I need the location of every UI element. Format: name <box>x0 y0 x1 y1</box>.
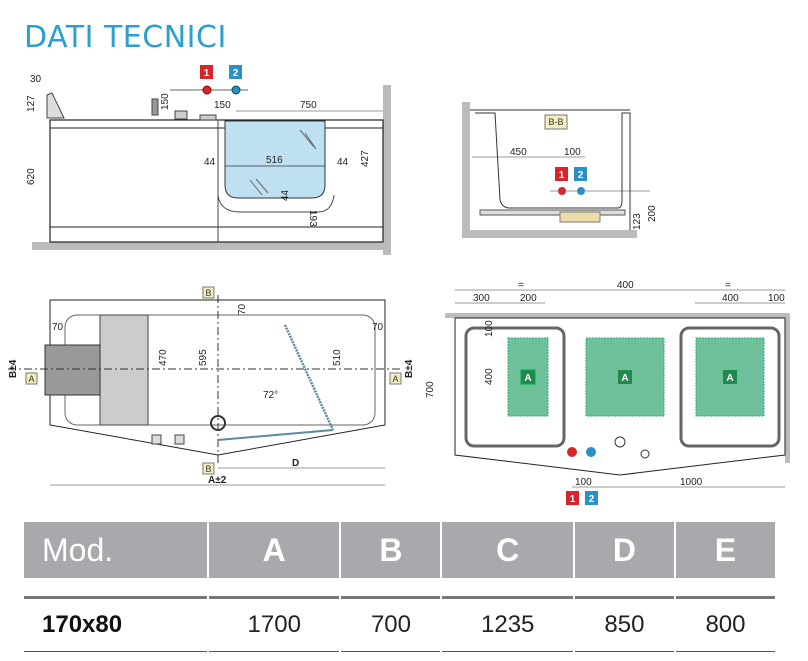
door-glass <box>224 120 326 199</box>
dim-70-right: 70 <box>372 322 384 333</box>
dim-100: 100 <box>564 147 581 158</box>
section-b-bottom: B <box>205 464 211 474</box>
dim-eq-right: = <box>725 280 731 291</box>
dim-150-vertical: 150 <box>160 93 171 110</box>
table-row: 170x80 1700 700 1235 850 800 <box>24 596 775 652</box>
support-zone-2 <box>585 337 665 417</box>
dim-100-right: 100 <box>768 293 785 304</box>
cell-b: 700 <box>341 596 441 652</box>
cold-badge <box>229 65 242 79</box>
cell-d: 850 <box>574 596 674 652</box>
section-a-left: A <box>28 374 34 384</box>
dim-620: 620 <box>26 168 37 185</box>
dim-150: 150 <box>214 100 231 111</box>
zone-label-2: A <box>621 373 628 384</box>
hot-badge-label: 1 <box>204 68 210 79</box>
hot-inlet-icon <box>202 85 212 95</box>
dim-400-vertical: 400 <box>484 368 495 385</box>
hot-badge-label: 1 <box>570 494 576 505</box>
cell-e: 800 <box>675 596 775 652</box>
hot-badge-label: 1 <box>559 170 565 181</box>
dim-300: 300 <box>473 293 490 304</box>
angle-72: 72° <box>263 390 278 401</box>
floor-plan-diagram: A A A 1 2 = 400 = 300 200 400 100 100 40… <box>425 280 790 505</box>
cell-model: 170x80 <box>24 596 207 652</box>
top-view-diagram: B B A A 70 70 70 470 595 510 72° B±4 B±4… <box>8 286 415 486</box>
dimensions-table: Mod. A B C D E 170x80 1700 700 1235 850 … <box>22 522 777 652</box>
dim-30: 30 <box>30 74 42 85</box>
dim-100-bottom: 100 <box>575 477 592 488</box>
cold-badge-label: 2 <box>233 68 239 79</box>
header-b: B <box>341 522 441 578</box>
dim-516: 516 <box>266 155 283 166</box>
cell-c: 1235 <box>442 596 573 652</box>
dim-1000: 1000 <box>680 477 703 488</box>
dim-510: 510 <box>332 349 343 366</box>
dim-200: 200 <box>520 293 537 304</box>
dim-44-left: 44 <box>204 157 216 168</box>
dim-b-right: B±4 <box>404 359 415 378</box>
header-a: A <box>209 522 340 578</box>
header-mod: Mod. <box>24 522 207 578</box>
seat <box>99 314 149 426</box>
dim-427: 427 <box>360 150 371 167</box>
dim-44-right: 44 <box>337 157 349 168</box>
zone-label-3: A <box>726 373 733 384</box>
dim-750: 750 <box>300 100 317 111</box>
hot-badge <box>200 65 213 79</box>
cold-badge-label: 2 <box>578 170 584 181</box>
overflow-icon <box>640 449 650 459</box>
step <box>44 344 101 396</box>
drain-icon <box>614 436 626 448</box>
headrest <box>46 92 65 119</box>
section-a-right: A <box>392 374 398 384</box>
table-header-row: Mod. A B C D E <box>24 522 775 578</box>
section-b-top: B <box>205 288 211 298</box>
cold-inlet-icon <box>586 447 596 457</box>
dim-595: 595 <box>198 349 209 366</box>
wall <box>383 85 391 255</box>
dim-470: 470 <box>158 349 169 366</box>
dim-d: D <box>292 458 299 469</box>
cold-inlet-icon <box>577 187 585 195</box>
dim-400-top: 400 <box>617 280 634 291</box>
dim-400-right: 400 <box>722 293 739 304</box>
hot-inlet-icon <box>567 447 577 457</box>
header-d: D <box>574 522 674 578</box>
hot-inlet-icon <box>558 187 566 195</box>
header-c: C <box>442 522 573 578</box>
cold-inlet-icon <box>231 85 241 95</box>
dim-44-bottom: 44 <box>280 189 291 201</box>
cold-badge-label: 2 <box>589 494 595 505</box>
dim-a: A±2 <box>208 475 227 486</box>
floor <box>32 242 391 250</box>
header-e: E <box>675 522 775 578</box>
dim-700: 700 <box>425 381 436 398</box>
cell-a: 1700 <box>209 596 340 652</box>
section-bb-label: B-B <box>548 117 563 127</box>
side-view-diagram: B-B 1 2 450 100 123 200 <box>462 102 658 238</box>
dim-70-left: 70 <box>52 322 64 333</box>
dim-100-vertical: 100 <box>484 320 495 337</box>
dim-70-top: 70 <box>237 303 248 315</box>
dim-193: 193 <box>307 210 318 227</box>
dim-eq-left: = <box>518 280 524 291</box>
dim-450: 450 <box>510 147 527 158</box>
dim-b-left: B±4 <box>8 359 19 378</box>
dim-127: 127 <box>26 95 37 112</box>
page-title: DATI TECNICI <box>24 20 227 55</box>
zone-label-1: A <box>524 373 531 384</box>
front-view-diagram: 1 2 30 127 150 150 750 620 44 516 44 427… <box>26 65 391 255</box>
dim-200: 200 <box>647 205 658 222</box>
tub-body <box>49 119 384 243</box>
dim-123: 123 <box>632 213 643 230</box>
